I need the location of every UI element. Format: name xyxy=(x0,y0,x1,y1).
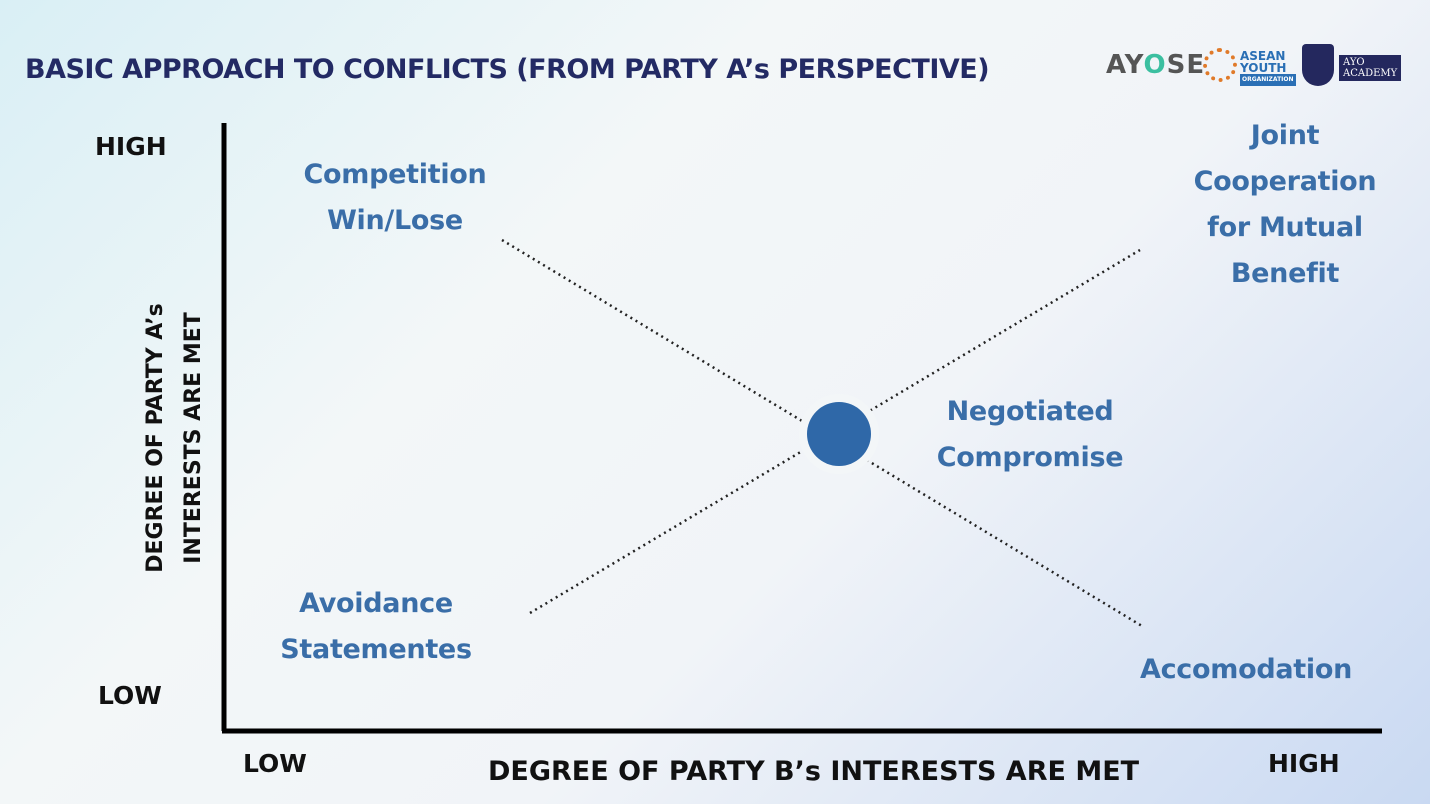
label-line: Competition xyxy=(303,159,487,190)
avoidance-label: Avoidance Statementes xyxy=(266,581,486,673)
label-line: Negotiated xyxy=(946,396,1114,427)
ayo-academy-shield-icon xyxy=(1302,44,1334,86)
competition-label: Competition Win/Lose xyxy=(290,152,500,244)
compromise-label: Negotiated Compromise xyxy=(920,389,1140,481)
label-line: for Mutual xyxy=(1207,212,1363,243)
y-high-label: HIGH xyxy=(95,132,167,161)
ayose-logo: AYOSE xyxy=(1106,50,1206,80)
page-title: BASIC APPROACH TO CONFLICTS (FROM PARTY … xyxy=(25,54,990,85)
x-high-label: HIGH xyxy=(1268,749,1340,778)
asean-youth-logo: ASEAN YOUTH ORGANIZATION xyxy=(1240,50,1296,86)
ayo-text: AYO xyxy=(1343,57,1365,68)
x-axis-title: DEGREE OF PARTY B’s INTERESTS ARE MET xyxy=(488,756,1140,787)
ayo-academy-logo: AYO ACADEMY xyxy=(1339,55,1402,81)
asean-text: ASEAN xyxy=(1240,49,1286,63)
x-low-label: LOW xyxy=(243,749,307,778)
label-line: Accomodation xyxy=(1139,654,1353,685)
label-line: Cooperation xyxy=(1193,166,1377,197)
label-line: Win/Lose xyxy=(327,205,463,236)
academy-text: ACADEMY xyxy=(1343,68,1398,79)
label-line: Statementes xyxy=(280,634,472,665)
label-line: Avoidance xyxy=(299,588,453,619)
asean-emblem-icon xyxy=(1203,48,1237,82)
label-line: Compromise xyxy=(936,442,1124,473)
y-low-label: LOW xyxy=(98,681,162,710)
youth-text: YOUTH xyxy=(1240,61,1287,75)
cooperation-label: Joint Cooperation for Mutual Benefit xyxy=(1180,113,1390,297)
organization-text: ORGANIZATION xyxy=(1240,74,1296,86)
label-line: Joint xyxy=(1250,120,1320,151)
y-axis-title-line2: INTERESTS ARE MET xyxy=(181,312,206,564)
label-line: Benefit xyxy=(1230,258,1340,289)
y-axis-title: DEGREE OF PARTY A’s INTERESTS ARE MET xyxy=(137,213,213,663)
accommodation-label: Accomodation xyxy=(1126,647,1366,693)
y-axis-title-line1: DEGREE OF PARTY A’s xyxy=(143,303,168,573)
center-dot xyxy=(807,402,871,466)
